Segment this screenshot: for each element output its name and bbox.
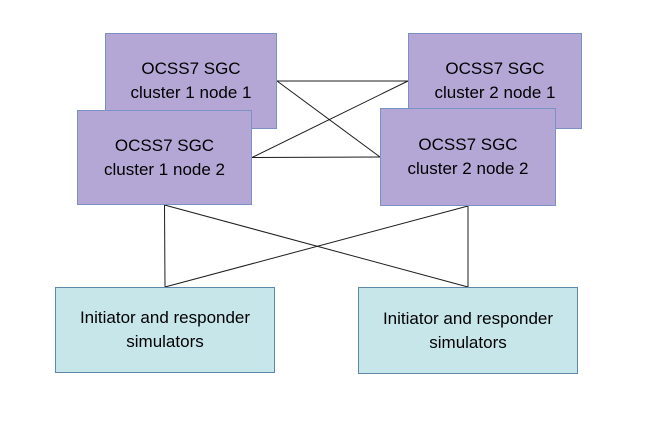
node-label-line1: OCSS7 SGC (418, 135, 518, 154)
node-label-line2: simulators (126, 332, 204, 351)
node-label-line2: cluster 1 node 2 (104, 159, 225, 179)
node-label-line2: simulators (429, 332, 507, 352)
node-label-line2: cluster 2 node 1 (434, 83, 556, 102)
node-label-line1: OCSS7 SGC (114, 135, 215, 155)
connector-sgc-c2n2-to-sim-left (164, 205, 469, 288)
connector-sgc-c1n2-to-sim-right (164, 204, 469, 288)
node-sgc-cluster2-node2: OCSS7 SGC cluster 2 node 2 (380, 108, 556, 206)
node-label-line1: OCSS7 SGC (141, 59, 241, 78)
connector-sgc-c1n2-to-sgc-c2n2 (251, 156, 381, 158)
connector-sgc-c1n1-to-sgc-c2n2 (276, 80, 381, 158)
node-label-line1: OCSS7 SGC (445, 59, 545, 78)
node-label-line1: Initiator and responder (382, 308, 554, 328)
node-label-line1: Initiator and responder (79, 308, 251, 327)
connector-sgc-c1n2-to-sim-left (164, 204, 166, 288)
node-sgc-cluster1-node2: OCSS7 SGC cluster 1 node 2 (77, 110, 252, 205)
node-simulators-right: Initiator and responder simulators (358, 287, 578, 374)
node-simulators-left: Initiator and responder simulators (55, 287, 275, 373)
node-label-line2: cluster 2 node 2 (407, 159, 529, 178)
node-label-line2: cluster 1 node 1 (130, 83, 252, 102)
